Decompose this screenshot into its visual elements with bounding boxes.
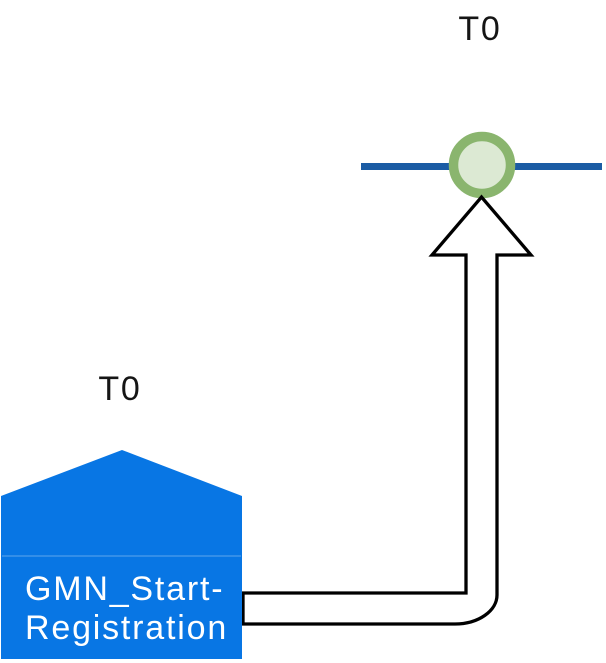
event-name-line2: Registration <box>25 608 229 647</box>
event-name: GMN_Start- Registration <box>25 570 240 647</box>
event-pentagon-roof[interactable] <box>1 450 242 556</box>
event-name-line1: GMN_Start- <box>25 570 225 608</box>
event-t0-label: T0 <box>98 370 142 408</box>
milestone-t0-label: T0 <box>458 10 502 48</box>
milestone-circle[interactable] <box>448 131 516 199</box>
bent-up-arrow-connector[interactable] <box>241 194 535 626</box>
event-shape[interactable] <box>1 450 242 659</box>
event-body-rect[interactable] <box>1 556 242 659</box>
